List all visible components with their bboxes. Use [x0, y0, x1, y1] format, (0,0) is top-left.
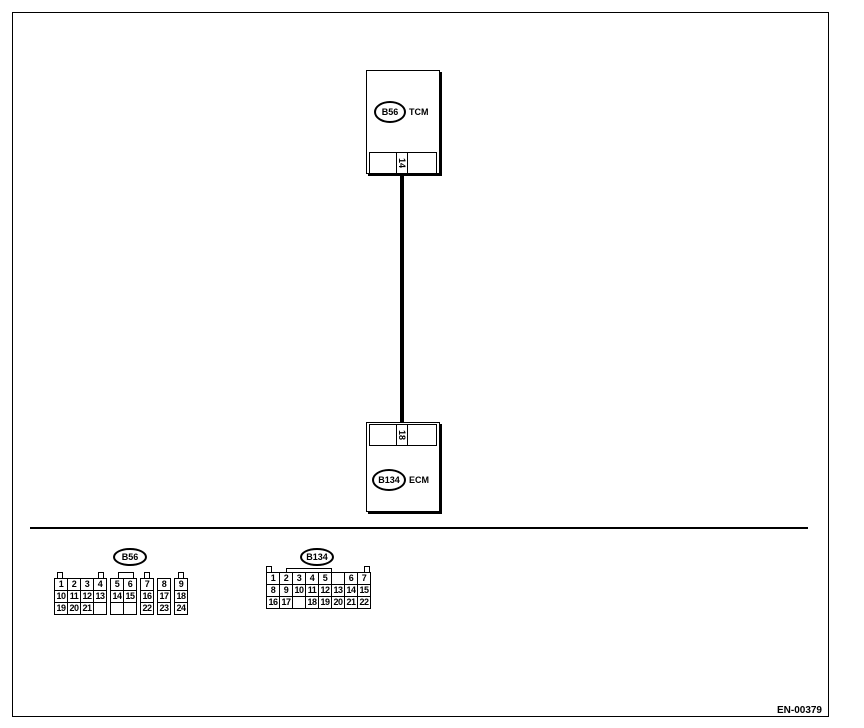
- tcm-pin-label: 14: [397, 157, 408, 169]
- connector_b56-pin: 7: [140, 578, 154, 591]
- connector_b134-pin: 19: [318, 596, 332, 609]
- connector-latch: [178, 572, 184, 578]
- connector_b56-pin: [123, 602, 137, 615]
- connector_b56-pin: 20: [67, 602, 81, 615]
- signal-wire: [400, 174, 404, 424]
- connector_b56-pin: [93, 602, 107, 615]
- diagram-frame: [12, 12, 829, 717]
- connector-latch: [118, 572, 134, 578]
- tcm-pin-14: 14: [396, 152, 408, 174]
- connector_b56-pin: 19: [54, 602, 68, 615]
- figure-code: EN-00379: [776, 705, 822, 716]
- connector-latch: [98, 572, 104, 578]
- ecm-connector-id: B134: [372, 469, 406, 491]
- b56-connector-label: B56: [113, 548, 147, 566]
- connector-latch: [144, 572, 150, 578]
- connector-latch: [266, 566, 272, 572]
- connector_b134-pin: [292, 596, 306, 609]
- connector_b56-pin: 15: [123, 590, 137, 603]
- ecm-label: ECM: [409, 475, 429, 485]
- connector_b56-pin: 24: [174, 602, 188, 615]
- connector_b56-pin: 22: [140, 602, 154, 615]
- connector-latch: [286, 568, 332, 572]
- connector_b56-pin: 21: [80, 602, 94, 615]
- section-divider: [30, 527, 808, 529]
- tcm-connector-id: B56: [374, 101, 406, 123]
- ecm-pin-18: 18: [396, 424, 408, 446]
- connector_b56-pin: [110, 602, 124, 615]
- connector_b134-pin: 20: [331, 596, 345, 609]
- connector_b134-pin: 22: [357, 596, 371, 609]
- connector_b134-pin: 16: [266, 596, 280, 609]
- b134-connector-label: B134: [300, 548, 334, 566]
- ecm-pin-label: 18: [397, 429, 408, 441]
- connector-latch: [364, 566, 370, 572]
- connector_b56-pin: 6: [123, 578, 137, 591]
- tcm-label: TCM: [409, 107, 429, 117]
- connector_b134-pin: 21: [344, 596, 358, 609]
- connector_b56-pin: 23: [157, 602, 171, 615]
- connector-latch: [57, 572, 63, 578]
- connector_b134-pin: 18: [305, 596, 319, 609]
- connector_b134-pin: 17: [279, 596, 293, 609]
